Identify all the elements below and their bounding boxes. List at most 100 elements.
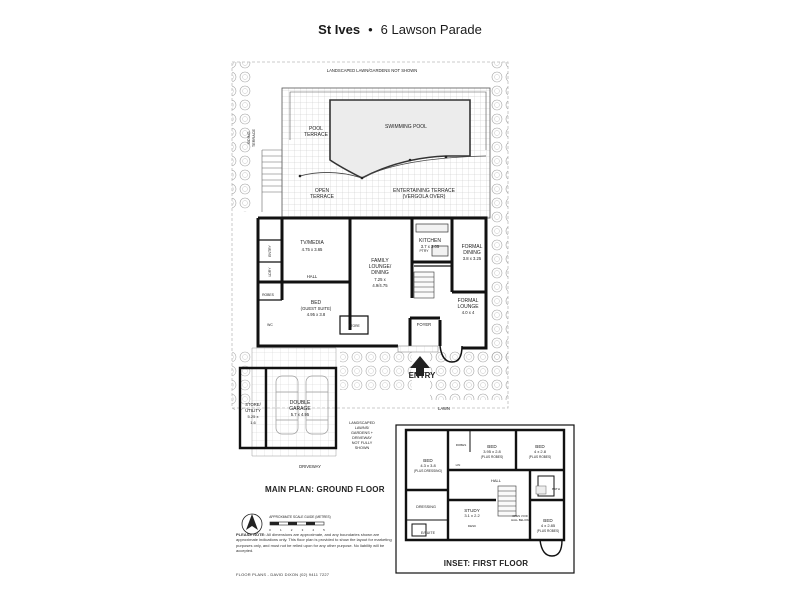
disclaimer-text: All dimensions are approximate, and any …: [236, 532, 392, 554]
ff-void-note-1: OPEN VOID: [512, 514, 528, 518]
open-terrace-label-1: OPEN: [315, 188, 330, 194]
ff-bed2-note: (PLUS ROBES): [481, 455, 504, 459]
store-utility-label-1: STORE/: [245, 402, 261, 407]
formal-dining-dim: 3.8 x 3.25: [463, 256, 482, 261]
ground-floor-heading: MAIN PLAN: GROUND FLOOR: [265, 485, 385, 494]
family-label-2: LOUNGE/: [369, 264, 392, 270]
ff-robes-label: ROBES: [456, 443, 467, 447]
ff-dressing-label: DRESSING: [416, 505, 436, 509]
ff-bed3-label: BED: [535, 444, 545, 449]
family-dim-2: 4.9/4.75: [372, 283, 388, 288]
entry-label: ENTRY: [409, 371, 436, 380]
scale-tick-label: 2: [291, 528, 293, 532]
pool-terrace-label-2: TERRACE: [304, 132, 329, 138]
lawn-note: LANDSCAPED LAWN/GARDENS NOT SHOWN: [327, 68, 418, 73]
house-walls: [256, 216, 488, 350]
front-note-line: NOT FULLY: [352, 441, 373, 445]
bay-window: [439, 345, 463, 363]
scale-tick-label: 3: [302, 528, 304, 532]
kitchen-label: KITCHEN: [419, 238, 441, 244]
formal-dining-label-2: DINING: [463, 250, 481, 256]
ground-stairs: [413, 271, 435, 299]
guest-bed-label-1: BED: [311, 300, 322, 306]
garage-cars: [275, 375, 329, 435]
ff-study-dim: 3.1 x 2.2: [464, 513, 480, 518]
front-note-line: DRIVEWAY: [352, 436, 372, 440]
garage-label-1: DOUBLE: [290, 400, 311, 406]
entertaining-terrace-label-1: ENTERTAINING TERRACE: [393, 188, 456, 194]
laundry-label: LDRY: [268, 267, 272, 277]
ff-hall-label: HALL: [491, 478, 502, 483]
store-utility-dim-1: 5.25 x: [248, 414, 259, 419]
front-garden-left: [340, 350, 412, 390]
tv-media-dim: 4.75 x 3.65: [302, 247, 323, 252]
front-garden-right: [430, 350, 508, 400]
entry-small-label: ENTRY: [268, 245, 272, 257]
side-garden-left: [232, 62, 252, 212]
store-utility-dim-2: 1.6: [250, 420, 256, 425]
family-label-3: DINING: [371, 270, 389, 276]
ff-bed2-label: BED: [487, 444, 497, 449]
entertaining-terrace-label-2: (VERGOLA OVER): [403, 194, 446, 200]
disclaimer: PLEASE NOTE: All dimensions are approxim…: [236, 532, 394, 554]
first-floor-inset: BED 4.3 x 3.8 (PLUS DRESSING) BED 3.95 x…: [395, 424, 575, 574]
scale-tick-label: 1: [280, 528, 282, 532]
listing-title: St Ives • 6 Lawson Parade: [0, 22, 800, 37]
family-dim-1: 7.25 x: [374, 277, 386, 282]
guest-bed-label-2: (GUEST SUITE): [301, 306, 332, 311]
ff-bed1-note: (PLUS DRESSING): [414, 469, 442, 473]
side-terrace-label-2: TERRACE: [252, 128, 256, 147]
garage-dim: 5.7 x 4.95: [291, 412, 310, 417]
driveway-paving: [251, 347, 337, 457]
scale-label: APPROXIMATE SCALE GUIDE (METRES): [269, 515, 330, 519]
ff-bed2-dim: 3.95 x 2.8: [483, 449, 501, 454]
ff-ensuite-label: E/SUITE: [421, 531, 436, 535]
scale-tick-label: 4: [312, 528, 314, 532]
front-note-line: LANDSCAPED: [349, 421, 375, 425]
ff-bed1-label: BED: [423, 458, 433, 463]
front-note-line: SHOWN: [355, 446, 370, 450]
side-terrace-label-1: SIDING: [247, 131, 251, 144]
formal-lounge-label-2: LOUNGE: [457, 304, 479, 310]
ff-void-note-2: HALL BELOW: [511, 518, 529, 522]
ff-bed4-dim: 4 x 2.85: [541, 523, 556, 528]
pantry-label: PTRY: [420, 249, 430, 253]
plan-credit: FLOOR PLANS - DAVID DIXON (02) 9411 7227: [236, 572, 330, 577]
ff-bed4-note: (PLUS ROBES): [537, 529, 560, 533]
terrace-steps: [261, 149, 282, 212]
pool-terrace-label-1: POOL: [309, 126, 323, 132]
ff-bed3-note: (PLUS ROBES): [529, 455, 552, 459]
disclaimer-lead: PLEASE NOTE:: [236, 532, 266, 537]
guest-bed-dim: 4.95 x 3.8: [307, 312, 326, 317]
scale-tick-label: 0: [269, 528, 271, 532]
store-utility-label-2: UTILITY: [245, 408, 261, 413]
ff-bath-label: BATH: [552, 487, 560, 491]
driveway-label: DRIVEWAY: [299, 464, 321, 469]
open-terrace-label-2: TERRACE: [310, 194, 335, 200]
street-address: 6 Lawson Parade: [380, 22, 482, 37]
entry-arrow: [410, 356, 430, 376]
ground-hall-label: HALL: [307, 274, 318, 279]
formal-dining-label-1: FORMAL: [462, 244, 483, 250]
first-floor-heading: INSET: FIRST FLOOR: [444, 559, 529, 568]
tv-media-label: TV/MEDIA: [300, 240, 324, 246]
kitchen-dim: 3.7 x 3.05: [421, 244, 440, 249]
garage-label-2: GARAGE: [289, 406, 311, 412]
ff-desk-label: DESK: [468, 524, 476, 528]
suburb-name: St Ives: [318, 22, 361, 37]
scale-tick-label: 5: [323, 528, 325, 532]
garage-walls: [238, 366, 338, 450]
ground-robes-label: ROBES: [262, 293, 275, 297]
formal-lounge-label-1: FORMAL: [458, 298, 479, 304]
formal-lounge-dim: 4.0 x 4: [462, 310, 475, 315]
title-separator: •: [368, 22, 373, 37]
wc-label: WC: [267, 323, 273, 327]
store-label: STORE: [348, 324, 360, 328]
ff-lin-label: LIN: [456, 463, 461, 467]
pool-label: SWIMMING POOL: [385, 124, 427, 130]
scale-guide: APPROXIMATE SCALE GUIDE (METRES) 0 1 2 3 4 5: [241, 513, 331, 535]
front-garden-corner: [232, 350, 252, 410]
family-label-1: FAMILY: [371, 258, 389, 264]
